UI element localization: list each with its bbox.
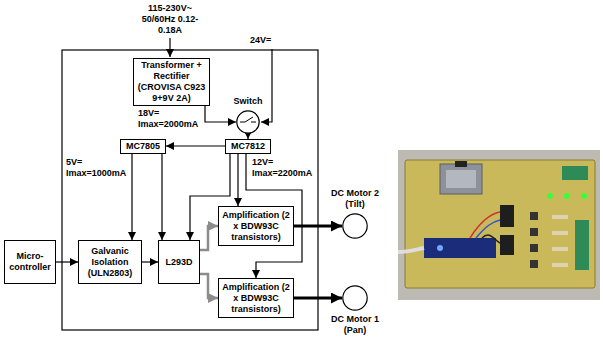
node-text: MC7812 <box>229 141 267 152</box>
connector-arrow <box>200 274 218 298</box>
circle-outline <box>236 110 260 134</box>
connector-arrow <box>131 154 132 240</box>
motor-symbol: DC Motor 1 (Pan) <box>342 285 368 311</box>
process-box: Galvanic Isolation (ULN2803) <box>78 240 142 284</box>
amplifier-box: Amplification (2 x BDW93C transistors) <box>218 206 294 246</box>
transformer-part <box>440 164 482 194</box>
circle-shape <box>343 286 367 310</box>
process-box: Transformer + Rectifier (CROVISA C923 9+… <box>133 58 210 106</box>
circle-shape <box>237 111 259 133</box>
pcb-photo <box>398 150 600 300</box>
transistor <box>530 212 538 220</box>
node-text: MC7805 <box>124 141 162 152</box>
voltage-label: 24V= <box>250 35 271 46</box>
node-text: Transformer + Rectifier (CROVISA C923 9+… <box>134 60 209 104</box>
transistor <box>530 228 538 236</box>
transformer-label <box>446 170 476 188</box>
switch-lever <box>245 117 253 122</box>
resistor <box>552 215 568 219</box>
connector-arrow <box>56 261 78 262</box>
node-text: Amplification (2 x BDW93C transistors) <box>219 282 293 315</box>
connector-arrow <box>205 106 236 122</box>
amplifier-box: Amplification (2 x BDW93C transistors) <box>218 278 294 318</box>
led <box>564 193 570 199</box>
switch-contact <box>240 122 245 123</box>
resistor <box>552 263 568 267</box>
ic-chip <box>500 205 514 227</box>
node-text: L293D <box>163 257 194 268</box>
dc-jack <box>455 161 467 167</box>
process-box: Micro-controller <box>4 240 56 284</box>
voltage-label: 18V= Imax=2000mA <box>138 108 198 130</box>
blue-led <box>437 245 443 251</box>
circle-outline <box>342 213 368 239</box>
driver-box: L293D <box>158 240 200 284</box>
transistor <box>530 260 538 268</box>
motor-symbol: DC Motor 2 (Tilt) <box>342 213 368 239</box>
connector-arrow <box>142 261 158 262</box>
regulator-box: MC7812 <box>225 139 271 154</box>
node-label: DC Motor 2 (Tilt) <box>322 188 388 210</box>
voltage-label: 12V= Imax=2200mA <box>252 157 312 179</box>
wire <box>482 235 500 243</box>
connector-arrow <box>294 297 342 300</box>
transistor <box>530 244 538 252</box>
pcb-board <box>405 160 595 288</box>
node-label: Switch <box>218 96 278 107</box>
connector-arrow <box>294 225 342 228</box>
switch-symbol: Switch <box>236 110 260 134</box>
resistor <box>552 231 568 235</box>
connector-arrow <box>237 154 238 206</box>
led <box>547 193 553 199</box>
mains-input-arrow <box>169 38 170 57</box>
node-text: Micro-controller <box>5 251 55 273</box>
usb-cable <box>398 248 424 252</box>
dc-input-wire <box>261 49 272 122</box>
switch-contact <box>251 122 256 123</box>
led <box>581 193 587 199</box>
enclosure-outline <box>62 50 318 330</box>
circle-outline <box>342 285 368 311</box>
supply-rating: 115-230V~ 50/60Hz 0.12-0.18A <box>136 3 204 36</box>
connector-arrow <box>200 226 218 250</box>
voltage-label: 5V= Imax=1000mA <box>66 157 126 179</box>
terminal-block <box>562 166 588 180</box>
connector-arrow <box>161 154 162 240</box>
wire <box>470 212 500 238</box>
resistor <box>552 247 568 251</box>
node-label: DC Motor 1 (Pan) <box>322 314 388 336</box>
node-text: Amplification (2 x BDW93C transistors) <box>219 210 293 243</box>
ic-chip <box>500 235 514 255</box>
photo-backdrop <box>398 150 600 300</box>
circle-shape <box>343 214 367 238</box>
node-text: Galvanic Isolation (ULN2803) <box>79 246 141 279</box>
connector-arrow <box>166 145 225 146</box>
regulator-box: MC7805 <box>120 139 166 154</box>
controller-board <box>424 238 496 258</box>
connector-strip <box>575 220 589 270</box>
